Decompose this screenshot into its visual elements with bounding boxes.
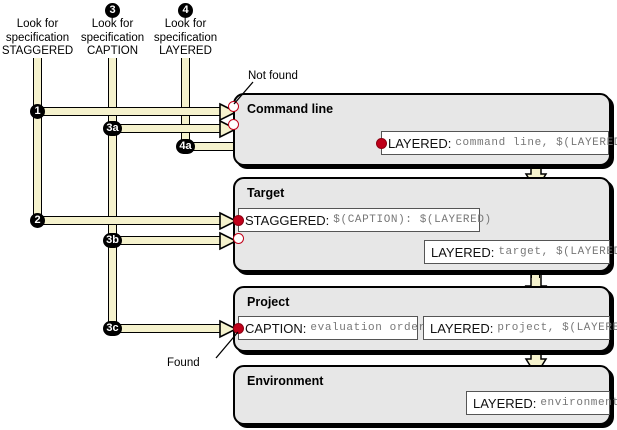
pipe-vertical-caption bbox=[108, 58, 117, 333]
property-value: environment bbox=[540, 397, 617, 409]
property-colon: : bbox=[325, 212, 330, 228]
property-value: $(CAPTION): $(LAYERED) bbox=[333, 214, 492, 226]
pipe-horizontal-step-3a bbox=[112, 124, 224, 133]
column-badge-4: 4 bbox=[178, 3, 193, 18]
property-colon: : bbox=[489, 320, 494, 336]
property-value: target, $(LAYERED) bbox=[498, 246, 617, 258]
step-badge-3c: 3c bbox=[103, 321, 122, 336]
property-colon: : bbox=[447, 135, 452, 151]
column-header-caption: Look for specification CAPTION bbox=[80, 18, 145, 57]
property-colon: : bbox=[302, 320, 307, 336]
property-box-project-caption[interactable]: CAPTION: evaluation order bbox=[238, 316, 425, 340]
property-key: LAYERED bbox=[430, 320, 490, 336]
pipe-horizontal-step-1 bbox=[37, 107, 224, 116]
column-badge-3: 3 bbox=[105, 3, 120, 18]
step-badge-3b: 3b bbox=[103, 233, 122, 248]
pipe-horizontal-step-2 bbox=[37, 216, 224, 225]
step-badge-4a: 4a bbox=[176, 139, 195, 154]
marker-found-project-caption bbox=[233, 323, 244, 334]
scope-title-target: Target bbox=[247, 186, 285, 200]
property-colon: : bbox=[490, 244, 495, 260]
step-badge-2: 2 bbox=[30, 213, 45, 228]
marker-found-target-staggered bbox=[233, 215, 244, 226]
property-box-target-layered[interactable]: LAYERED: target, $(LAYERED) bbox=[424, 240, 617, 264]
marker-notfound-target-caption bbox=[233, 233, 244, 244]
scope-title-project: Project bbox=[247, 295, 290, 309]
leader-line-not-found bbox=[233, 81, 254, 105]
callout-not-found: Not found bbox=[248, 70, 298, 82]
property-colon: : bbox=[532, 395, 537, 411]
property-key: CAPTION bbox=[245, 320, 303, 336]
property-box-command-line-layered[interactable]: LAYERED: command line, $(LAYERED) bbox=[381, 131, 617, 155]
column-header-layered: Look for specification LAYERED bbox=[153, 18, 218, 57]
property-value: project, $(LAYERED) bbox=[497, 322, 617, 334]
pipe-horizontal-step-3c bbox=[112, 324, 224, 333]
callout-found: Found bbox=[167, 357, 200, 369]
property-box-project-layered[interactable]: LAYERED: project, $(LAYERED) bbox=[423, 316, 617, 340]
pipe-vertical-layered bbox=[181, 58, 190, 148]
property-box-environment-layered[interactable]: LAYERED: environment bbox=[466, 391, 617, 415]
step-badge-1: 1 bbox=[30, 104, 45, 119]
property-key: LAYERED bbox=[388, 135, 448, 151]
marker-found-command-line-layered bbox=[376, 138, 387, 149]
marker-notfound-command-line-2 bbox=[228, 119, 239, 130]
marker-notfound-command-line-1 bbox=[228, 101, 239, 112]
property-value: command line, $(LAYERED) bbox=[455, 137, 617, 149]
column-header-staggered: Look for specification STAGGERED bbox=[1, 18, 74, 57]
property-value: evaluation order bbox=[310, 322, 426, 334]
property-key: LAYERED bbox=[473, 395, 533, 411]
step-badge-3a: 3a bbox=[103, 121, 122, 136]
property-key: LAYERED bbox=[431, 244, 491, 260]
property-box-target-staggered[interactable]: STAGGERED: $(CAPTION): $(LAYERED) bbox=[238, 208, 491, 232]
leader-line-found bbox=[215, 331, 239, 359]
pipe-vertical-staggered bbox=[33, 58, 42, 225]
scope-command-line[interactable]: Command line bbox=[233, 93, 611, 166]
property-key: STAGGERED bbox=[245, 212, 326, 228]
pipe-horizontal-step-3b bbox=[112, 236, 224, 245]
scope-title-environment: Environment bbox=[247, 374, 324, 388]
scope-title-command-line: Command line bbox=[247, 102, 334, 116]
arrowhead-step-3b bbox=[219, 231, 238, 251]
arrowhead-step-2 bbox=[219, 211, 238, 231]
arrowhead-step-3c bbox=[219, 319, 238, 339]
